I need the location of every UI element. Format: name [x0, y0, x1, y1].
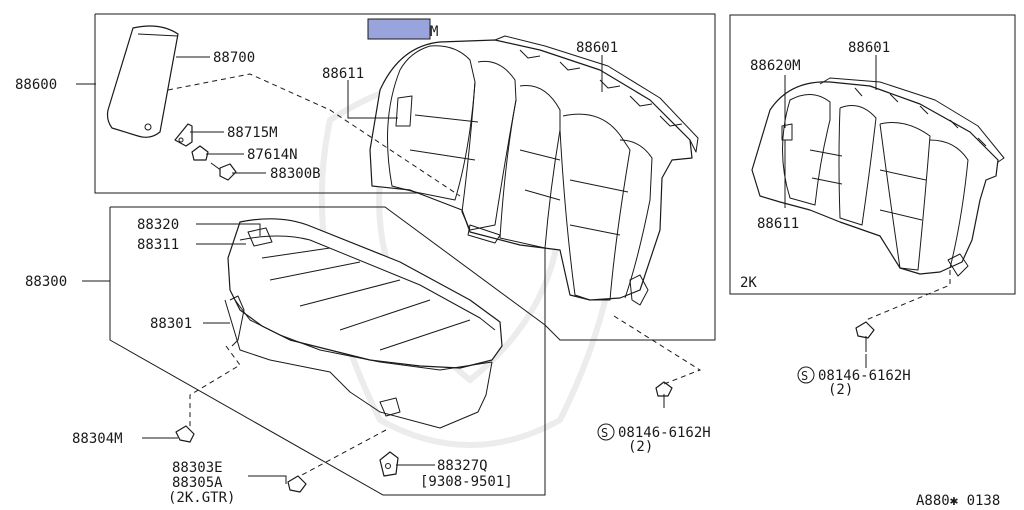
callout-88715M[interactable]: 88715M: [227, 125, 278, 141]
callout-bolt-main[interactable]: S 08146-6162H (2): [597, 423, 711, 455]
redacted-label: M: [367, 18, 438, 40]
bolt-main-08146: [655, 381, 673, 408]
bracket-88715M: [174, 123, 193, 147]
seatback-2k: [751, 77, 1005, 277]
callout-87614N[interactable]: 87614N: [247, 147, 298, 163]
callout-88303E[interactable]: 88303E: [172, 460, 223, 476]
callout-88611-2k[interactable]: 88611: [757, 216, 799, 232]
bolt-2k-code: 08146-6162H: [818, 368, 911, 384]
seatback-frame: [94, 13, 716, 341]
callout-88300[interactable]: 88300: [25, 274, 67, 290]
callout-88700[interactable]: 88700: [213, 50, 255, 66]
callout-88301[interactable]: 88301: [150, 316, 192, 332]
callout-88601-2k[interactable]: 88601: [848, 40, 890, 56]
variant-2k-label: 2K: [740, 275, 757, 291]
clip-88327Q: [379, 451, 399, 477]
callout-88320[interactable]: 88320: [137, 217, 179, 233]
redacted-suffix: M: [430, 24, 438, 40]
bolt-2k-symbol: S: [801, 369, 808, 383]
callout-bolt-2k[interactable]: S 08146-6162H (2): [797, 366, 911, 398]
callout-88600[interactable]: 88600: [15, 77, 57, 93]
seatback-88601: [369, 35, 699, 306]
callout-88311[interactable]: 88311: [137, 237, 179, 253]
bolt-symbol: S: [601, 426, 608, 440]
frames: [94, 13, 1016, 496]
headrest-88700: [106, 25, 179, 138]
note-88327Q-range: [9308-9501]: [420, 474, 513, 490]
redaction-box: [367, 18, 431, 40]
callout-88300B[interactable]: 88300B: [270, 166, 321, 182]
callout-88305A[interactable]: 88305A: [172, 475, 223, 491]
bushing-87614N: [191, 145, 209, 161]
bolt-2k-08146: [855, 321, 875, 352]
cushion-frame: [109, 206, 546, 496]
callout-88327Q[interactable]: 88327Q: [437, 458, 488, 474]
bolt-main-qty: (2): [628, 439, 653, 455]
callout-88304M[interactable]: 88304M: [72, 431, 123, 447]
bolt-main-code: 08146-6162H: [618, 425, 711, 441]
callouts: 88600 88700 88715M 87614N 88300B 88611 8…: [15, 40, 1000, 509]
clip-88304M: [175, 425, 195, 443]
bolt-88303E: [287, 475, 307, 493]
note-2k-gtr: (2K.GTR): [168, 490, 235, 506]
bolt-symbol-circle: [597, 423, 615, 441]
callout-88601-main[interactable]: 88601: [576, 40, 618, 56]
dashed-links: [167, 73, 951, 477]
bolt-2k-qty: (2): [828, 382, 853, 398]
callout-88611-main[interactable]: 88611: [322, 66, 364, 82]
bolt-2k-symbol-circle: [797, 366, 815, 384]
bolt-88300B: [210, 162, 237, 181]
variant-2k-frame: [729, 14, 1016, 295]
leader-lines: [76, 55, 877, 484]
figure-code: A880✱ 0138: [916, 493, 1000, 509]
callout-88620M[interactable]: 88620M: [750, 58, 801, 74]
cushion-88300: [224, 218, 503, 429]
